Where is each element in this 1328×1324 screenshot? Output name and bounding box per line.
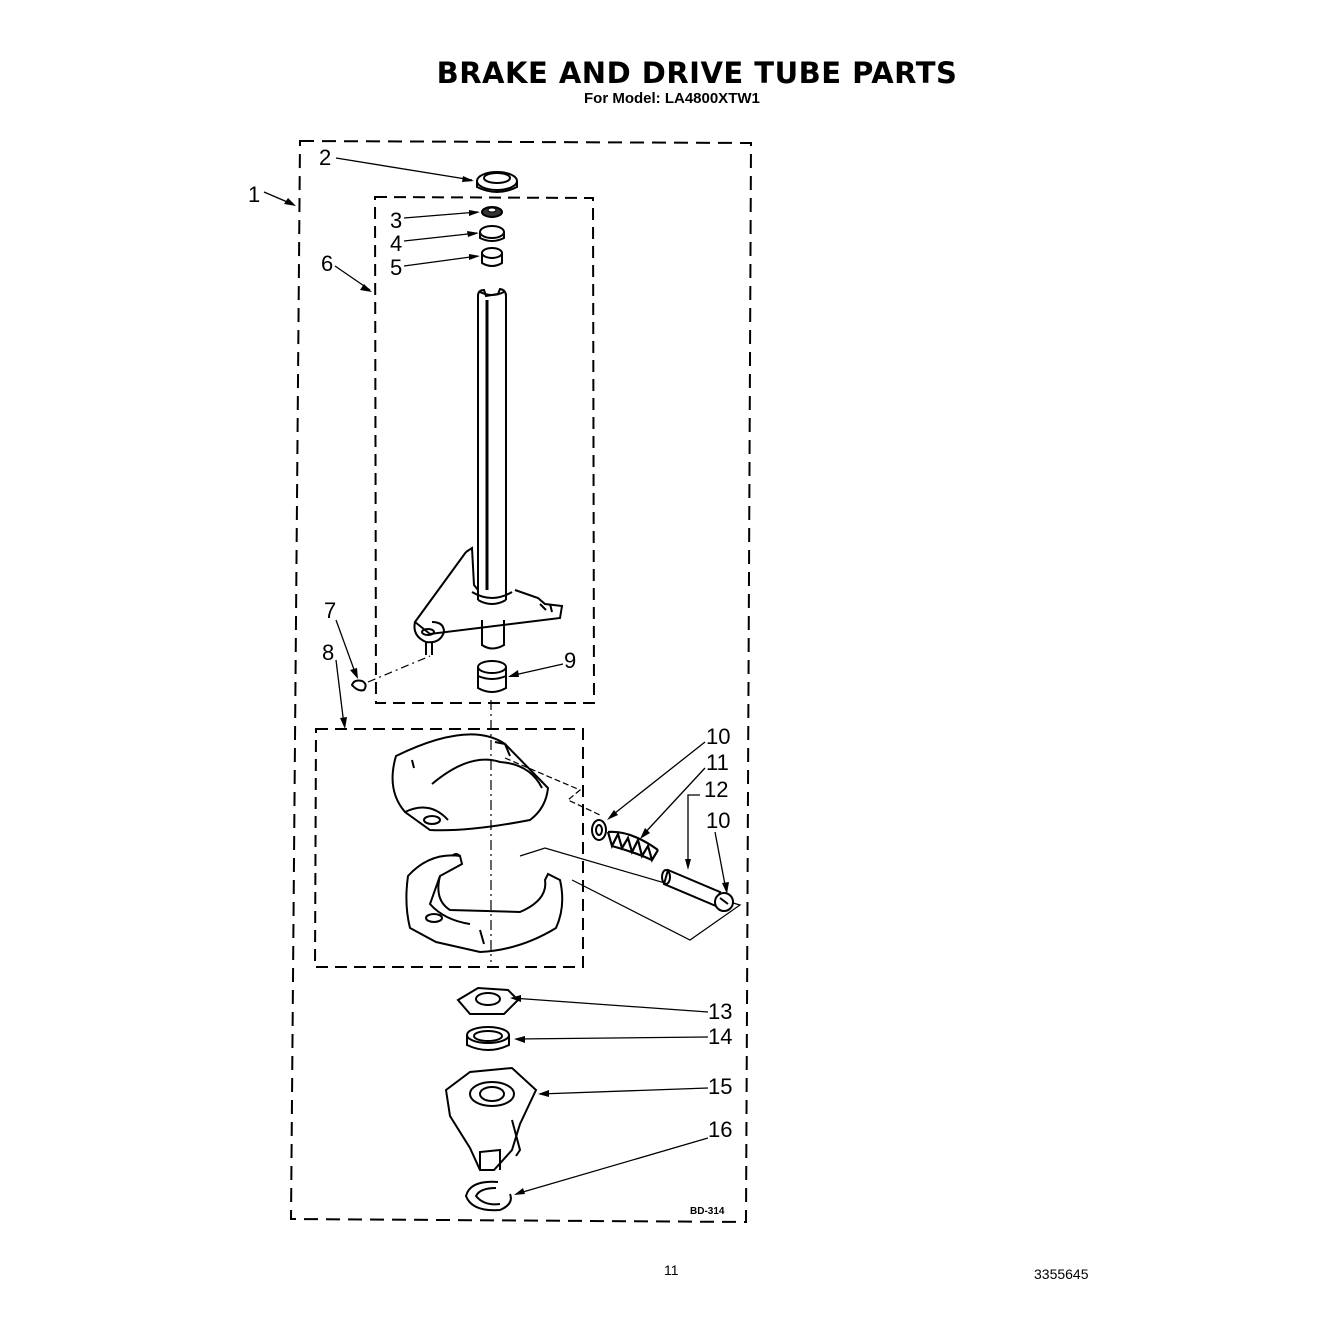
retaining-ring-part-16: [464, 1180, 512, 1212]
callout-12: 12: [704, 777, 728, 802]
assembly-1-outline: [289, 139, 753, 1224]
callout-2: 2: [319, 145, 331, 170]
washer-part-3: [481, 206, 503, 218]
assembly-8-outline: [313, 728, 584, 968]
callout-4: 4: [390, 231, 402, 256]
seal-part-2: [476, 171, 518, 193]
callout-5: 5: [390, 255, 402, 280]
bushing-part-9: [477, 660, 507, 693]
leader-lines: [263, 157, 727, 1195]
callout-9: 9: [564, 648, 576, 673]
callout-16: 16: [708, 1117, 732, 1142]
clip-part-7: [350, 655, 431, 692]
figure-code: BD-314: [690, 1206, 725, 1217]
page-title: BRAKE AND DRIVE TUBE PARTS: [436, 56, 958, 90]
bearing-part-4: [479, 225, 505, 242]
brake-shoe-upper: [391, 733, 550, 832]
ring-part-14: [466, 1026, 510, 1051]
callout-10: 10: [706, 724, 730, 749]
callout-3: 3: [390, 208, 402, 233]
callout-10-right: 10: [706, 808, 730, 833]
drive-tube: [477, 287, 507, 600]
housing-part-15: [444, 1066, 538, 1171]
callout-14: 14: [708, 1024, 732, 1049]
brake-base-plate: [413, 546, 564, 655]
arrowheads: [284, 176, 729, 1195]
pin-part-12: [661, 868, 722, 908]
cap-part-10-right: [714, 892, 734, 912]
plate-part-13: [456, 986, 520, 1015]
page-number: 11: [664, 1262, 679, 1278]
callout-13: 13: [708, 999, 732, 1024]
callout-11: 11: [706, 750, 729, 775]
callout-7: 7: [324, 598, 336, 623]
callout-15: 15: [708, 1074, 732, 1099]
callout-6: 6: [321, 251, 333, 276]
document-number: 3355645: [1034, 1266, 1089, 1282]
callout-1: 1: [248, 182, 260, 207]
assembly-6-outline: [373, 195, 596, 704]
spring-part-11: [606, 830, 659, 863]
cap-part-10: [591, 819, 607, 841]
callout-8: 8: [322, 640, 334, 665]
bushing-part-5: [481, 247, 503, 267]
brake-shoe-lower: [405, 853, 564, 954]
model-subtitle: For Model: LA4800XTW1: [584, 90, 760, 107]
